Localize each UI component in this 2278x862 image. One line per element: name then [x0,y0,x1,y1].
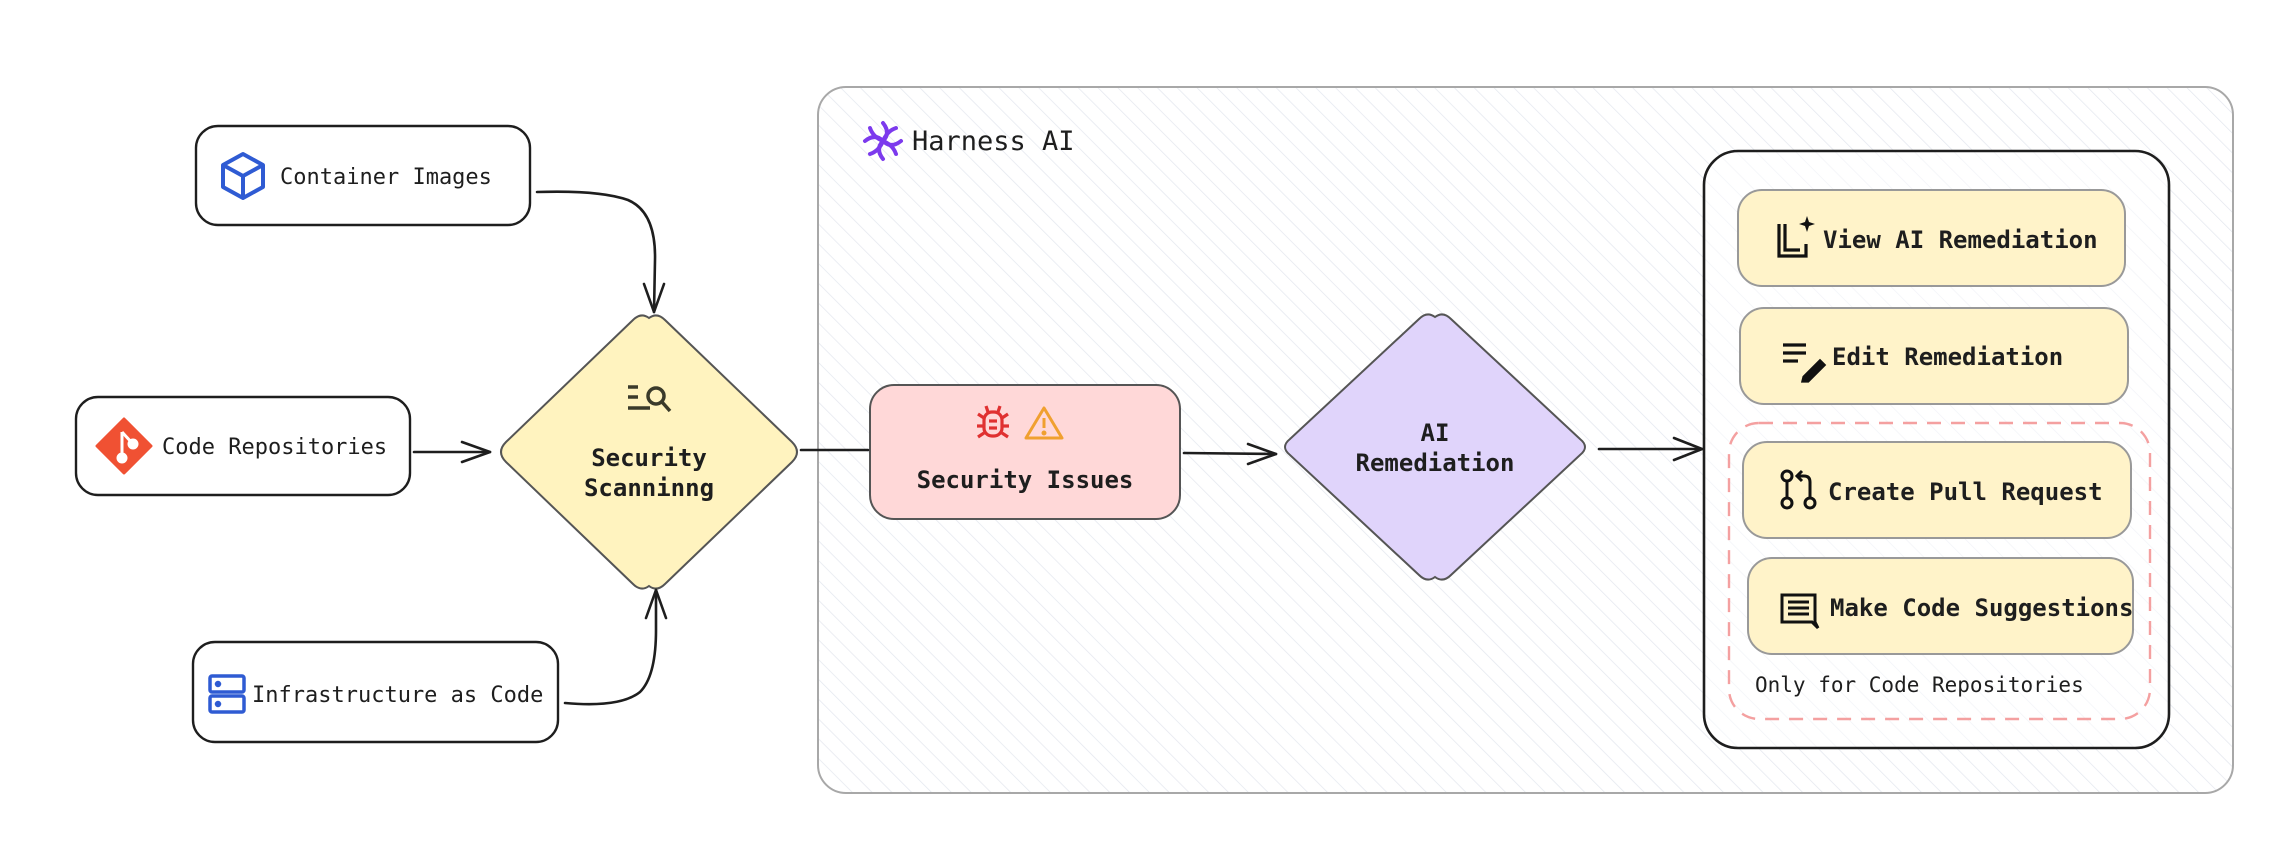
source-label: Infrastructure as Code [252,683,543,708]
remediation-line2: Remediation [1356,449,1515,477]
pull-request-icon [1780,469,1817,510]
cube-icon [221,152,265,200]
ai-document-icon [1777,224,1808,258]
group-title: Harness AI [912,126,1075,157]
issues-label: Security Issues [917,466,1134,494]
bug-icon [977,405,1009,439]
comment-icon [1780,593,1820,630]
sparkle-icon [1799,216,1815,232]
action-create-pull-request[interactable]: Create Pull Request [1742,441,2132,539]
action-edit-remediation[interactable]: Edit Remediation [1739,307,2129,405]
action-view-ai-remediation[interactable]: View AI Remediation [1737,189,2126,287]
scanning-line2: Scanninng [584,474,714,502]
code-only-note: Only for Code Repositories [1755,673,2084,697]
ai-remediation-node[interactable]: AI Remediation [1284,313,1586,581]
scanning-line1: Security [591,444,707,472]
arrow-iac-to-scanning [563,588,668,706]
warning-icon [1024,406,1064,440]
git-icon [95,417,153,475]
arrow-remediation-to-actions [1597,436,1704,462]
source-container-images[interactable]: Container Images [194,124,532,227]
action-make-code-suggestions[interactable]: Make Code Suggestions [1747,557,2134,655]
scan-search-icon [628,385,672,413]
server-icon [208,674,246,714]
arrow-container-to-scanning [535,190,666,314]
security-scanning-node[interactable]: Security Scanninng [500,314,798,590]
remediation-actions-group: View AI Remediation Edit Remediation Cre… [1702,149,2171,750]
source-code-repositories[interactable]: Code Repositories [74,395,412,497]
arrow-issues-to-remediation [1182,442,1278,466]
action-label: Make Code Suggestions [1830,594,2133,622]
arrow-repos-to-scanning [412,440,492,464]
security-issues-node[interactable]: Security Issues [869,384,1181,520]
edit-list-icon [1783,343,1827,383]
remediation-line1: AI [1421,419,1450,447]
source-infrastructure-as-code[interactable]: Infrastructure as Code [191,640,560,744]
source-label: Code Repositories [162,435,387,460]
source-label: Container Images [280,165,492,190]
action-label: Create Pull Request [1828,478,2103,506]
action-label: View AI Remediation [1823,226,2098,254]
action-label: Edit Remediation [1832,343,2063,371]
harness-logo-icon [863,121,903,161]
